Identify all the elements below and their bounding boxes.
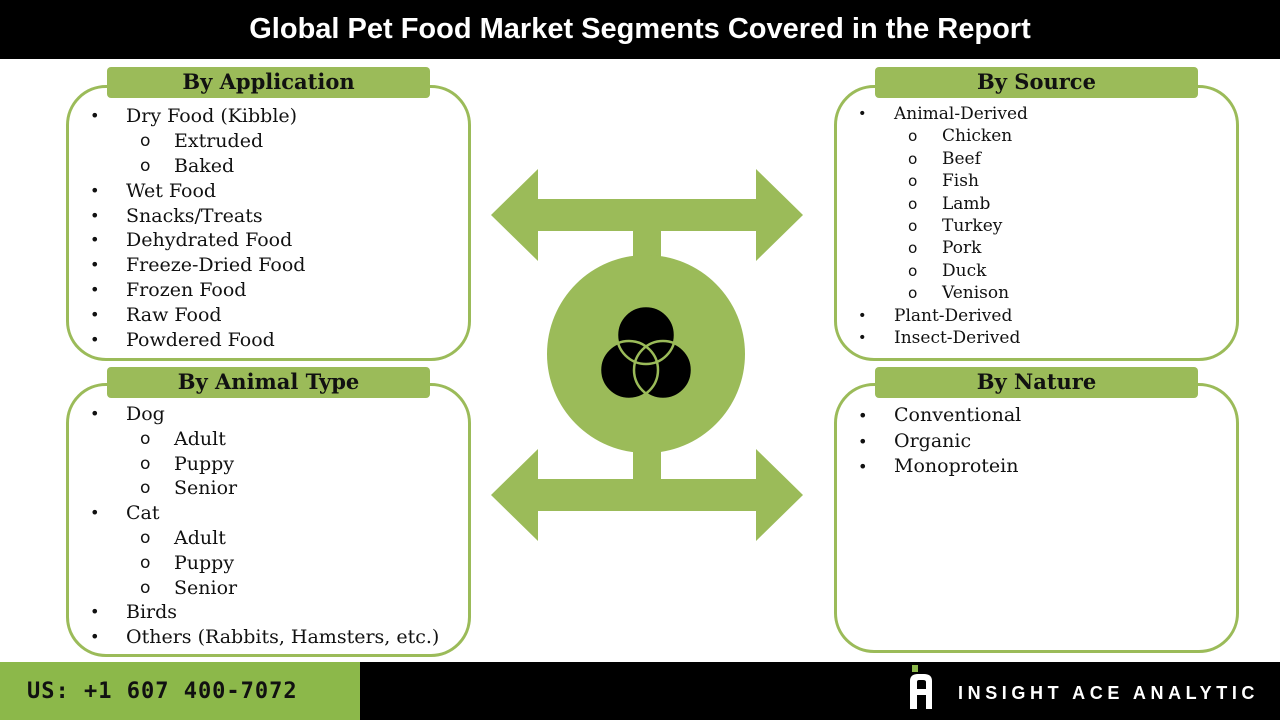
panel-title-by-source: By Source bbox=[875, 67, 1198, 98]
bullet-circle-icon: o bbox=[140, 428, 151, 449]
list-item-label: Animal-Derived bbox=[894, 104, 1028, 124]
bullet-dot-icon: • bbox=[90, 230, 100, 250]
bullet-circle-icon: o bbox=[908, 149, 918, 168]
bullet-circle-icon: o bbox=[140, 478, 151, 499]
bullet-circle-icon: o bbox=[140, 552, 151, 573]
list-item-label: Powdered Food bbox=[126, 329, 275, 352]
center-graphic bbox=[491, 169, 803, 541]
bullet-circle-icon: o bbox=[908, 172, 918, 191]
list-item-label: Extruded bbox=[174, 129, 264, 152]
bullet-dot-icon: • bbox=[858, 406, 868, 425]
panel-title-by-nature: By Nature bbox=[875, 367, 1198, 398]
bullet-dot-icon: • bbox=[90, 503, 100, 523]
bullet-dot-icon: • bbox=[858, 329, 867, 346]
bullet-dot-icon: • bbox=[858, 106, 867, 122]
panel-by-source bbox=[834, 85, 1239, 361]
list-item-label: Lamb bbox=[942, 193, 991, 214]
list-item-label: Insect-Derived bbox=[894, 327, 1021, 348]
list-item-label: Adult bbox=[174, 427, 226, 450]
bullet-circle-icon: o bbox=[908, 284, 918, 303]
bullet-dot-icon: • bbox=[90, 205, 100, 225]
bullet-circle-icon: o bbox=[140, 130, 151, 151]
footer-brand-name: INSIGHT ACE ANALYTIC bbox=[958, 683, 1260, 703]
list-item-label: Fish bbox=[942, 171, 979, 192]
header-bar bbox=[0, 0, 1280, 59]
panel-by-application bbox=[66, 85, 471, 361]
list-item-label: Senior bbox=[174, 477, 238, 500]
bullet-dot-icon: • bbox=[90, 305, 100, 325]
list-item-label: Monoprotein bbox=[894, 455, 1019, 477]
list-item-label: Pork bbox=[942, 238, 982, 259]
bullet-circle-icon: o bbox=[140, 155, 151, 176]
list-item-label: Adult bbox=[174, 526, 226, 549]
list-item-label: Puppy bbox=[174, 452, 235, 475]
list-item-label: Others (Rabbits, Hamsters, etc.) bbox=[126, 626, 440, 649]
list-item-label: Conventional bbox=[894, 404, 1022, 426]
bullet-dot-icon: • bbox=[858, 431, 868, 451]
list-item-label: Wet Food bbox=[126, 179, 217, 202]
bullet-dot-icon: • bbox=[90, 602, 100, 622]
bullet-dot-icon: • bbox=[858, 457, 868, 476]
list-item-label: Frozen Food bbox=[126, 279, 247, 302]
list-item-label: Dog bbox=[126, 403, 165, 425]
bullet-circle-icon: o bbox=[908, 194, 918, 213]
bullet-dot-icon: • bbox=[90, 180, 100, 200]
bullet-dot-icon: • bbox=[90, 106, 100, 125]
panel-by-nature bbox=[834, 383, 1239, 653]
panel-title-by-animal-type: By Animal Type bbox=[107, 367, 430, 398]
list-item-label: Plant-Derived bbox=[894, 305, 1013, 326]
list-item-label: Birds bbox=[126, 601, 178, 624]
bullet-circle-icon: o bbox=[908, 239, 918, 258]
footer-phone: US: +1 607 400-7072 bbox=[27, 679, 298, 704]
brand-logo-icon bbox=[910, 665, 932, 709]
list-item-label: Duck bbox=[942, 260, 987, 281]
list-item-label: Turkey bbox=[942, 215, 1003, 236]
list-item-label: Chicken bbox=[942, 126, 1013, 147]
bullet-circle-icon: o bbox=[908, 127, 918, 146]
list-item-label: Raw Food bbox=[126, 304, 222, 327]
venn-circles-icon bbox=[598, 304, 694, 401]
bullet-circle-icon: o bbox=[140, 453, 151, 474]
panel-title-by-application: By Application bbox=[107, 67, 430, 98]
list-item-label: Organic bbox=[894, 429, 972, 452]
bullet-circle-icon: o bbox=[140, 527, 151, 548]
list-item-label: Beef bbox=[942, 148, 981, 169]
list-item-label: Snacks/Treats bbox=[126, 204, 263, 227]
footer-brand-bar bbox=[360, 662, 1280, 720]
footer-contact-bar bbox=[0, 662, 360, 720]
list-item-label: Venison bbox=[942, 283, 1010, 304]
list-item-label: Dehydrated Food bbox=[126, 229, 293, 252]
page-title: Global Pet Food Market Segments Covered … bbox=[249, 13, 1031, 45]
bullet-dot-icon: • bbox=[90, 255, 100, 275]
bullet-circle-icon: o bbox=[140, 577, 151, 598]
bullet-dot-icon: • bbox=[90, 280, 100, 300]
list-item-label: Baked bbox=[174, 154, 235, 177]
list-item-label: Dry Food (Kibble) bbox=[126, 105, 298, 127]
bullet-circle-icon: o bbox=[908, 216, 918, 235]
bullet-dot-icon: • bbox=[90, 627, 100, 647]
bullet-dot-icon: • bbox=[90, 330, 100, 350]
list-item-label: Cat bbox=[126, 502, 160, 525]
list-item-label: Senior bbox=[174, 576, 238, 599]
bullet-dot-icon: • bbox=[858, 307, 867, 324]
bullet-dot-icon: • bbox=[90, 404, 100, 423]
bullet-circle-icon: o bbox=[908, 261, 918, 280]
list-item-label: Puppy bbox=[174, 551, 235, 574]
list-item-label: Freeze-Dried Food bbox=[126, 254, 306, 277]
